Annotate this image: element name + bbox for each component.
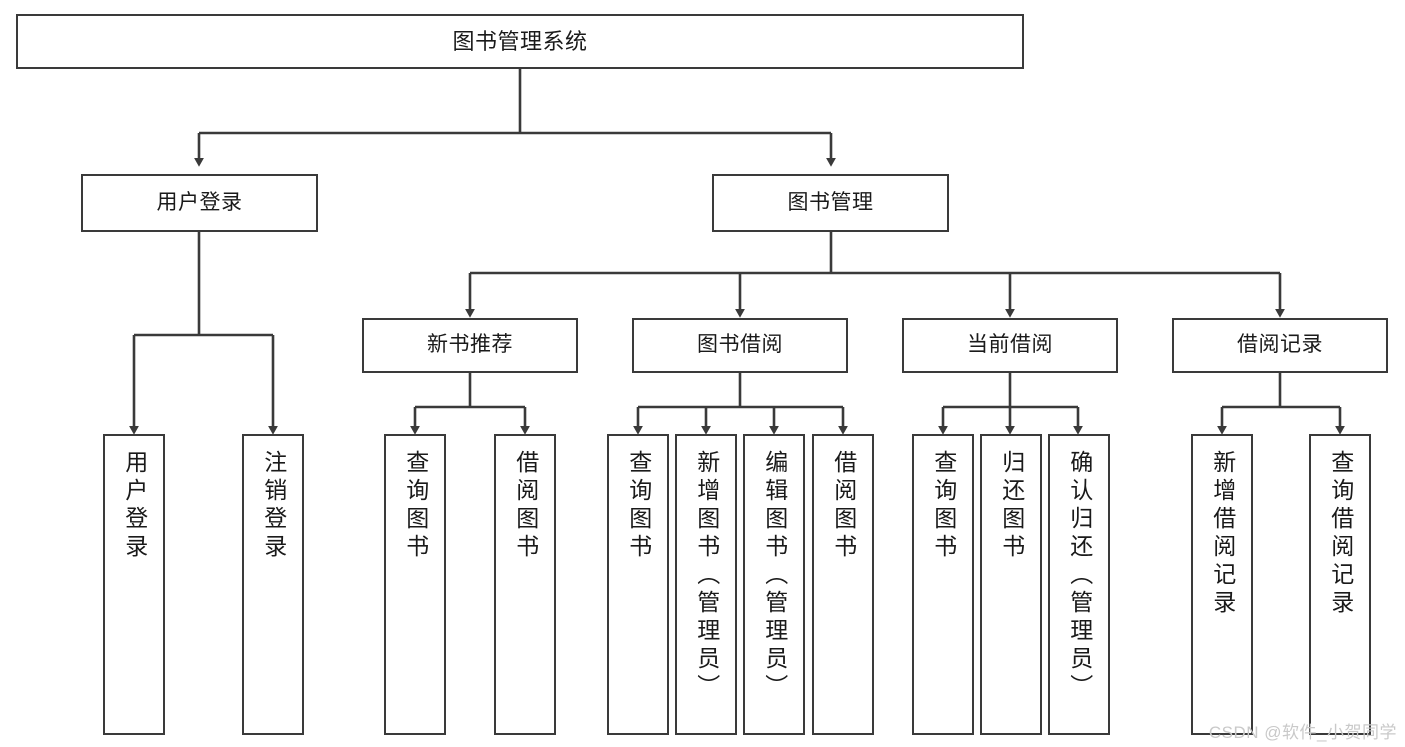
node-label: 新书推荐 <box>427 333 513 357</box>
node-label: 确认归还（管理员） <box>1066 450 1093 702</box>
node-label: 编辑图书（管理员） <box>761 450 788 702</box>
node-label: 借阅图书 <box>512 450 539 562</box>
leaf-book-borrow-query[interactable]: 查询图书 <box>607 434 669 735</box>
node-root-library-system[interactable]: 图书管理系统 <box>16 14 1024 69</box>
node-label: 借阅记录 <box>1237 333 1323 357</box>
leaf-borrow-record-query[interactable]: 查询借阅记录 <box>1309 434 1371 735</box>
leaf-new-book-borrow[interactable]: 借阅图书 <box>494 434 556 735</box>
leaf-current-borrow-query[interactable]: 查询图书 <box>912 434 974 735</box>
node-label: 注销登录 <box>260 450 287 562</box>
leaf-user-login-logout[interactable]: 注销登录 <box>242 434 304 735</box>
node-borrow-record[interactable]: 借阅记录 <box>1172 318 1388 373</box>
leaf-user-login-login[interactable]: 用户登录 <box>103 434 165 735</box>
node-new-book-recommend[interactable]: 新书推荐 <box>362 318 578 373</box>
node-label: 新增借阅记录 <box>1209 450 1236 618</box>
node-label: 借阅图书 <box>830 450 857 562</box>
leaf-borrow-record-add[interactable]: 新增借阅记录 <box>1191 434 1253 735</box>
leaf-current-borrow-confirm-admin[interactable]: 确认归还（管理员） <box>1048 434 1110 735</box>
leaf-current-borrow-return[interactable]: 归还图书 <box>980 434 1042 735</box>
leaf-book-borrow-borrow[interactable]: 借阅图书 <box>812 434 874 735</box>
leaf-book-borrow-edit-admin[interactable]: 编辑图书（管理员） <box>743 434 805 735</box>
node-current-borrow[interactable]: 当前借阅 <box>902 318 1118 373</box>
node-label: 当前借阅 <box>967 333 1053 357</box>
node-label: 新增图书（管理员） <box>693 450 720 702</box>
node-label: 图书借阅 <box>697 333 783 357</box>
leaf-book-borrow-add-admin[interactable]: 新增图书（管理员） <box>675 434 737 735</box>
leaf-new-book-query[interactable]: 查询图书 <box>384 434 446 735</box>
node-label: 图书管理系统 <box>452 28 588 54</box>
node-book-borrow[interactable]: 图书借阅 <box>632 318 848 373</box>
node-book-management[interactable]: 图书管理 <box>712 174 949 232</box>
node-label: 图书管理 <box>787 190 874 214</box>
node-label: 用户登录 <box>156 190 243 214</box>
node-label: 查询图书 <box>402 450 429 562</box>
node-label: 查询借阅记录 <box>1327 450 1354 618</box>
node-label: 用户登录 <box>121 450 148 562</box>
node-label: 归还图书 <box>998 450 1025 562</box>
node-label: 查询图书 <box>625 450 652 562</box>
node-user-login[interactable]: 用户登录 <box>81 174 318 232</box>
node-label: 查询图书 <box>930 450 957 562</box>
